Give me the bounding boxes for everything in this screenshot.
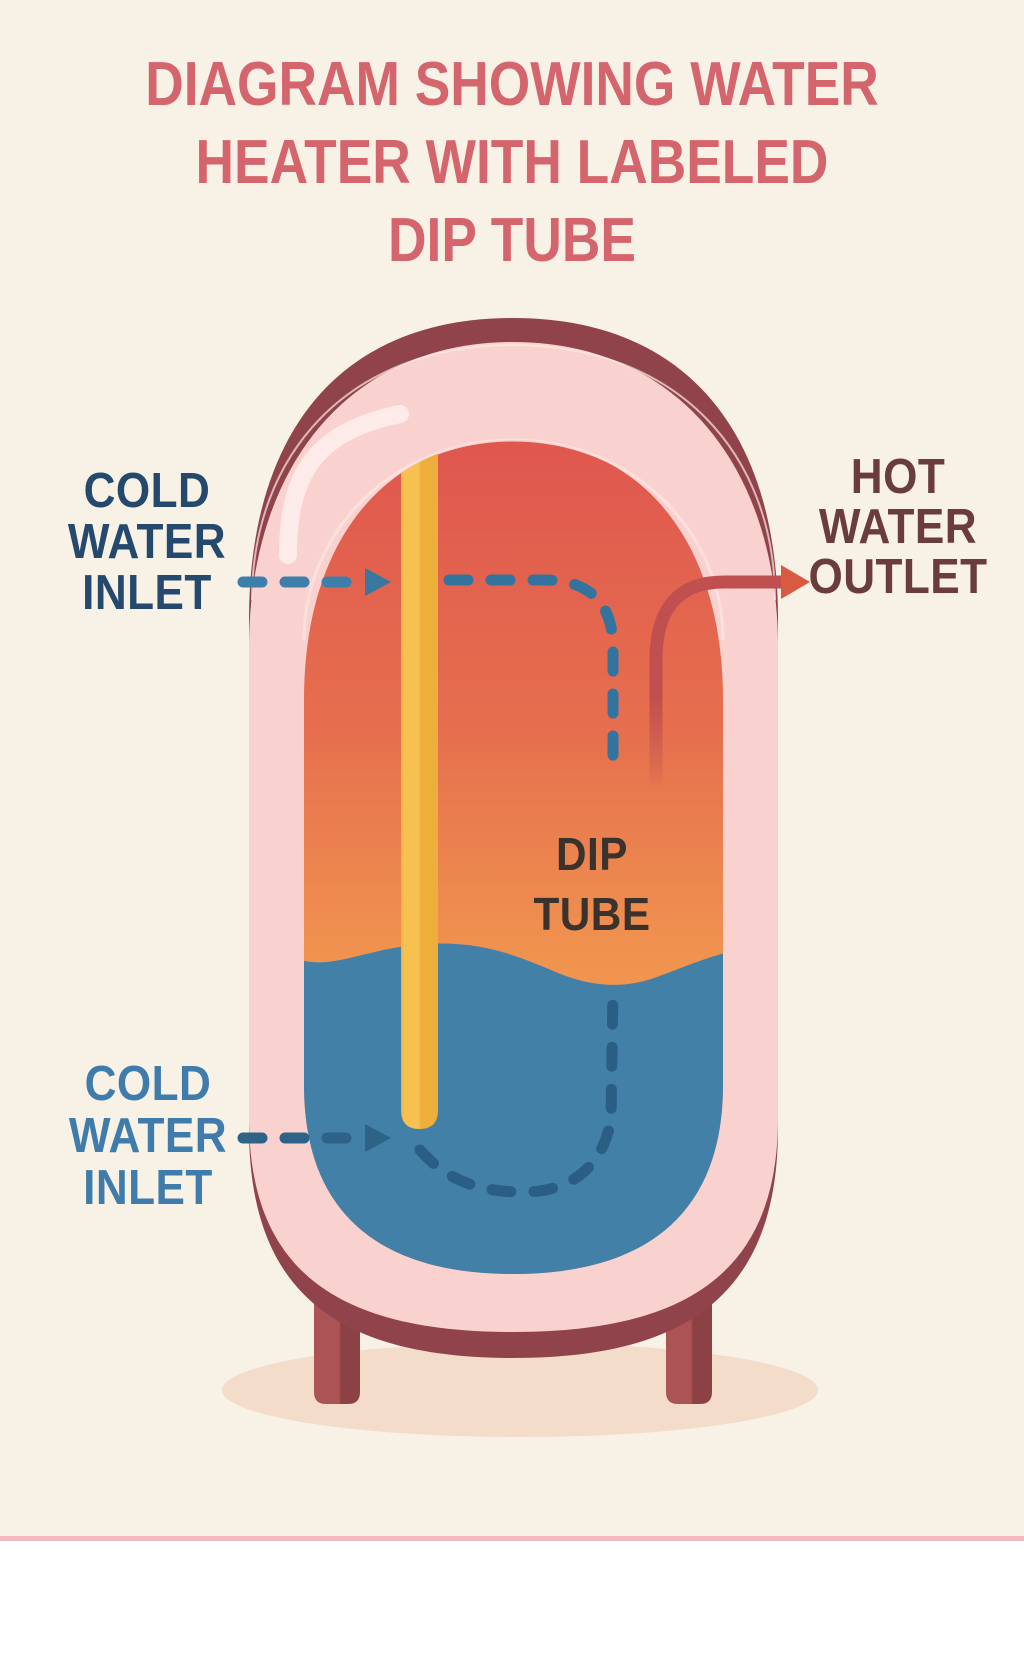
outlet-pipe-fade — [649, 655, 663, 792]
flow-path-bottom — [414, 980, 619, 1198]
cold-inlet-bottom-arrow-icon — [365, 1124, 391, 1152]
hot-outlet-arrow-icon — [781, 565, 810, 599]
title-line-3: DIP TUBE — [388, 206, 636, 275]
footer-pink-line — [0, 1536, 1024, 1541]
label-cold-water-inlet-top: COLD WATER INLET — [67, 464, 227, 620]
page-title: DIAGRAM SHOWING WATER HEATER WITH LABELE… — [72, 46, 953, 280]
interior-edge-line — [302, 438, 725, 641]
label-cold-water-inlet-bottom: COLD WATER INLET — [68, 1057, 228, 1215]
footer-white-strip — [0, 1541, 1024, 1666]
cold-inlet-top-arrow-icon — [365, 568, 391, 596]
title-line-2: HEATER WITH LABELED — [195, 128, 829, 197]
outlet-pipe — [649, 575, 781, 661]
dip-tube — [401, 440, 438, 1129]
shell-gloss-highlight — [279, 405, 409, 564]
label-dip-tube: DIP TUBE — [533, 828, 651, 940]
label-hot-water-outlet: HOT WATER OUTLET — [808, 450, 988, 604]
rim-highlight-line — [251, 343, 776, 601]
flow-path-top — [443, 574, 619, 770]
title-line-1: DIAGRAM SHOWING WATER — [145, 50, 879, 119]
